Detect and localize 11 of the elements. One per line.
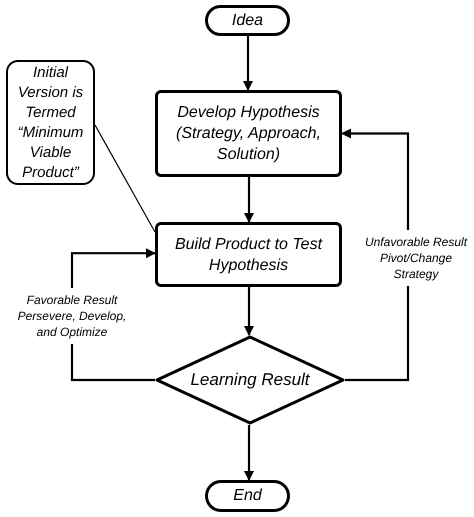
note-box: Initial Version is Termed “Minimum Viable Product” [6, 60, 95, 185]
arrow [244, 425, 254, 481]
decision-diamond: Learning Result [155, 335, 345, 425]
process-box: Develop Hypothesis (Strategy, Approach, Solution) [155, 90, 342, 177]
terminal-pill: End [205, 480, 290, 512]
leader-line [94, 124, 156, 232]
arrow [243, 36, 253, 91]
arrow [244, 177, 254, 223]
process-box: Build Product to Test Hypothesis [155, 222, 342, 287]
arrow [244, 287, 254, 336]
terminal-pill: Idea [205, 5, 290, 36]
